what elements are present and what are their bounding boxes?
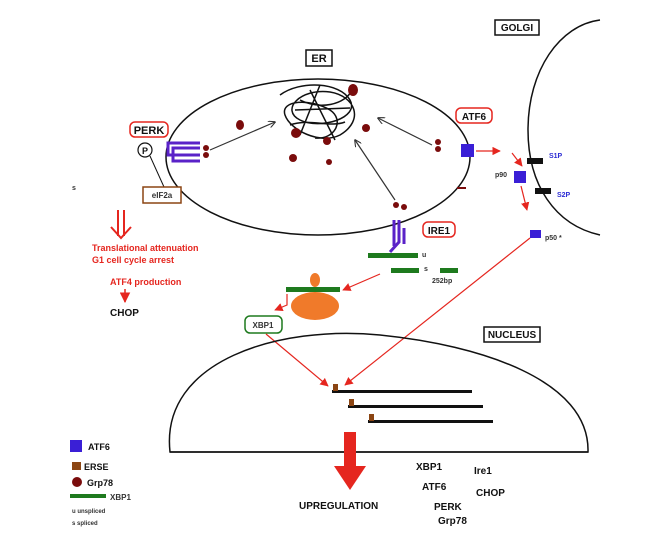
atf6-p90-square [514, 171, 526, 183]
legend-xbp1-swatch [70, 494, 106, 498]
legend-atf6-label: ATF6 [88, 442, 110, 452]
arrow-perk-grp78 [209, 122, 275, 151]
xbp1-box [244, 315, 283, 334]
stray-s: s [72, 185, 76, 192]
er-red-mark [457, 187, 466, 189]
gene-perk: PERK [434, 502, 463, 513]
bp-label: 252bp [432, 278, 452, 285]
perk-outcome-arrow [110, 210, 132, 240]
atf6-square-er [461, 144, 474, 157]
ire1-label: IRE1 [428, 226, 451, 237]
phosphate-circle [137, 142, 153, 158]
erse-marks [333, 384, 374, 421]
atf6-p50-square [530, 230, 541, 238]
nucleus-label: NUCLEUS [488, 330, 537, 341]
golgi-label-box [494, 19, 540, 36]
nucleus-label-box [483, 326, 541, 343]
atf4-production: ATF4 production [110, 277, 181, 287]
ribosome [291, 273, 339, 320]
atf6-label: ATF6 [462, 112, 487, 123]
cell-cycle-arrest: G1 cell cycle arrest [92, 255, 174, 265]
arrow-to-p50 [520, 185, 530, 211]
er-membrane [165, 78, 471, 236]
gene-chop: CHOP [476, 488, 505, 499]
legend-unspliced: u unspliced [72, 509, 106, 515]
legend-xbp1-label: XBP1 [110, 493, 131, 502]
xbp1-unspliced-bar [368, 253, 418, 258]
legend-atf6-swatch [70, 440, 82, 452]
legend-grp78-swatch [72, 477, 82, 487]
s1p-bar [527, 158, 543, 164]
eif2a-label: eIF2a [152, 191, 173, 200]
arrow-to-s1p [511, 152, 523, 167]
upregulation-label: UPREGULATION [299, 501, 378, 512]
atf6-label-box [455, 107, 493, 124]
xbp1-spliced-bar-a [391, 268, 419, 273]
ire1-receptor [388, 220, 406, 254]
golgi-membrane [527, 19, 601, 236]
eif2a-box [142, 186, 182, 204]
arrow-p50-to-nucleus [344, 237, 531, 386]
spliced-s: s [424, 266, 428, 273]
gene-grp78: Grp78 [438, 516, 467, 527]
legend-erse-label: ERSE [84, 462, 109, 472]
arrow-ire1-grp78 [355, 140, 396, 201]
perk-label-box [129, 121, 169, 138]
p90-label: p90 [495, 172, 507, 179]
arrow-xbp1-to-nucleus [265, 333, 329, 387]
unspliced-u: u [422, 252, 426, 259]
p50-label: p50 * [545, 235, 562, 242]
perk-receptor [166, 141, 200, 163]
translational-attenuation: Translational attenuation [92, 243, 199, 253]
dna-strands [332, 390, 493, 423]
misfolded-protein-tangle [279, 84, 356, 141]
s2p-label: S2P [557, 192, 571, 199]
nucleus-membrane [168, 332, 589, 453]
xbp1-spliced-bar-b [440, 268, 458, 273]
arrow-to-xbp1 [274, 294, 288, 311]
legend-spliced: s spliced [72, 521, 98, 527]
ire1-label-box [422, 221, 456, 238]
golgi-label: GOLGI [501, 23, 533, 34]
xbp1-mrna-bar [286, 287, 340, 292]
legend-erse-swatch [72, 462, 81, 470]
s2p-bar [535, 188, 551, 194]
s1p-label: S1P [549, 153, 563, 160]
arrow-splicing-to-ribosome [342, 273, 381, 291]
phosphate-label: P [142, 146, 148, 156]
upregulation-arrow [334, 432, 366, 490]
gene-ire1: Ire1 [474, 466, 492, 477]
er-label-box [305, 49, 333, 67]
gene-atf6: ATF6 [422, 482, 447, 493]
xbp1-label: XBP1 [253, 321, 274, 330]
er-label: ER [311, 53, 326, 65]
perk-label: PERK [134, 125, 165, 137]
chop-perk-path: CHOP [110, 308, 139, 319]
legend-grp78-label: Grp78 [87, 478, 113, 488]
phosphate-line [149, 155, 165, 188]
legend: ATF6 ERSE Grp78 XBP1 u unspliced s splic… [70, 440, 131, 527]
arrow-atf6-grp78 [378, 118, 433, 146]
grp78-dots [203, 84, 441, 210]
gene-xbp1: XBP1 [416, 462, 443, 473]
